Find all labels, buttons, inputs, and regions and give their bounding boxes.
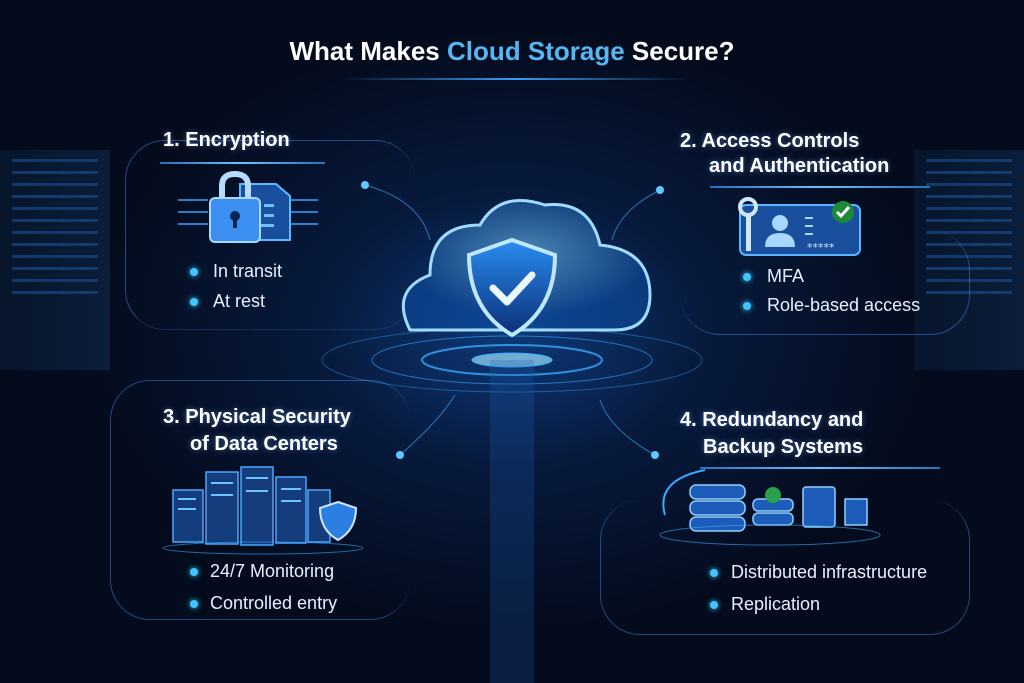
bullet-dot xyxy=(190,600,198,608)
connector-lines xyxy=(364,184,661,456)
section-frame-access xyxy=(680,230,970,335)
section-heading-physical-1: 3. Physical Security xyxy=(163,406,351,428)
section-heading-redundancy-2: Backup Systems xyxy=(703,436,864,458)
bullet-role-based-access: Role-based access xyxy=(767,295,921,315)
section-heading-encryption: 1. Encryption xyxy=(163,129,290,151)
lock-document-icon xyxy=(178,170,318,243)
section-heading-redundancy-1: 4. Redundancy and xyxy=(680,409,864,431)
bullet-controlled-entry: Controlled entry xyxy=(210,593,338,613)
page-title: What Makes Cloud Storage Secure? xyxy=(289,36,735,66)
check-icon xyxy=(489,271,536,306)
server-rack-right xyxy=(914,150,1024,370)
bullet-at-rest: At rest xyxy=(213,291,266,311)
section-frame-physical xyxy=(110,380,410,620)
title-underline xyxy=(340,78,690,80)
section-frame-redundancy xyxy=(600,500,970,635)
heading-underline xyxy=(160,162,325,164)
server-rack-left xyxy=(0,150,110,370)
svg-text:*****: ***** xyxy=(807,241,835,254)
bullet-dot xyxy=(190,298,198,306)
server-shield-icon xyxy=(162,466,364,555)
bullet-dot xyxy=(710,569,718,577)
bullet-24-7-monitoring: 24/7 Monitoring xyxy=(210,561,335,581)
bullet-dot xyxy=(710,601,718,609)
heading-underline xyxy=(710,186,930,188)
section-heading-access-1: 2. Access Controls xyxy=(680,130,860,152)
database-backup-icon xyxy=(659,469,881,546)
section-heading-access-2: and Authentication xyxy=(709,155,890,177)
bullet-mfa: MFA xyxy=(767,266,805,286)
bullet-dot xyxy=(190,568,198,576)
key-id-card-icon: ***** xyxy=(738,197,861,256)
section-heading-physical-2: of Data Centers xyxy=(190,433,338,455)
bullet-replication: Replication xyxy=(731,594,821,614)
shield-icon xyxy=(466,237,558,338)
bullet-dot xyxy=(743,302,751,310)
bullet-dot xyxy=(190,268,198,276)
bullet-distributed-infrastructure: Distributed infrastructure xyxy=(731,562,928,582)
heading-underline xyxy=(700,467,940,469)
section-frame-encryption xyxy=(125,140,415,330)
bullet-in-transit: In transit xyxy=(213,261,283,281)
bullet-dot xyxy=(743,273,751,281)
